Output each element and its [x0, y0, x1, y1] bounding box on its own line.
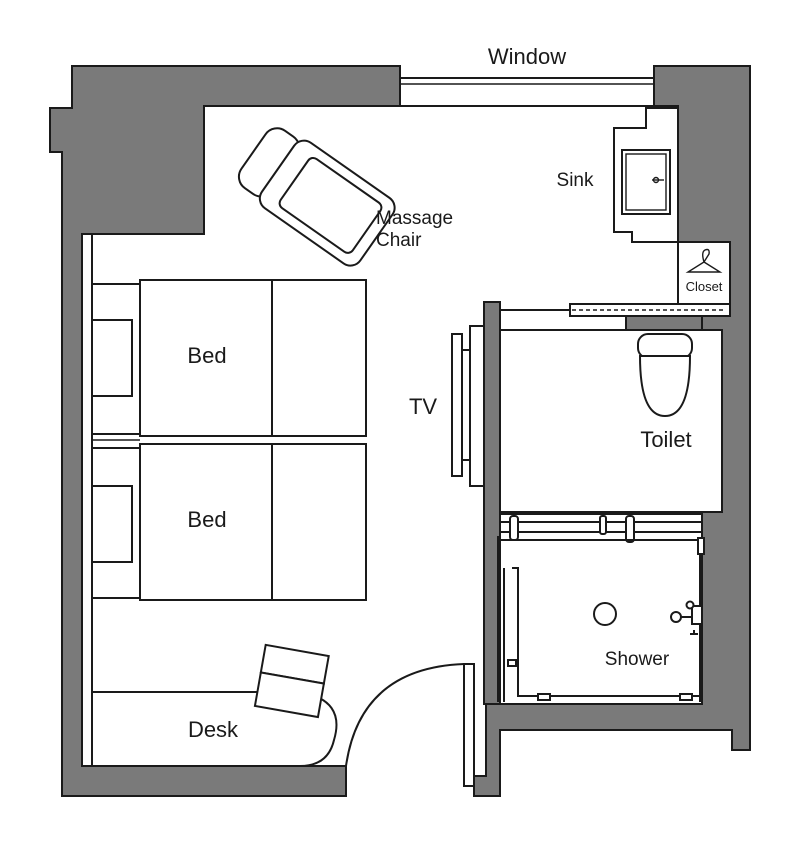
shower-drain — [593, 602, 617, 626]
bed-upper: Bed — [91, 279, 367, 437]
desk: Desk — [91, 643, 338, 767]
toilet-label: Toilet — [640, 427, 691, 452]
window: Window — [399, 44, 655, 107]
hanger-icon — [685, 248, 723, 273]
wall-closet-segment — [625, 315, 703, 331]
bed-lower-label: Bed — [187, 507, 226, 532]
shower: Shower — [497, 513, 705, 702]
massage-chair-label-line1: Massage — [376, 208, 453, 229]
bed-upper-label: Bed — [187, 343, 226, 368]
massage-chair — [237, 127, 396, 267]
tv-label: TV — [409, 394, 437, 419]
window-label: Window — [488, 44, 566, 69]
shower-head-icon — [670, 600, 703, 635]
tv: TV — [409, 325, 485, 487]
shower-label: Shower — [605, 649, 670, 670]
desk-label: Desk — [188, 717, 239, 742]
bed-lower: Bed — [91, 443, 367, 601]
closet: Closet — [569, 241, 731, 317]
entry-door[interactable] — [345, 663, 475, 787]
sink: Sink — [557, 107, 679, 243]
closet-label: Closet — [686, 279, 723, 294]
toilet-room: Toilet — [499, 309, 723, 513]
sink-label: Sink — [557, 170, 594, 191]
massage-chair-label-line2: Chair — [376, 230, 422, 251]
